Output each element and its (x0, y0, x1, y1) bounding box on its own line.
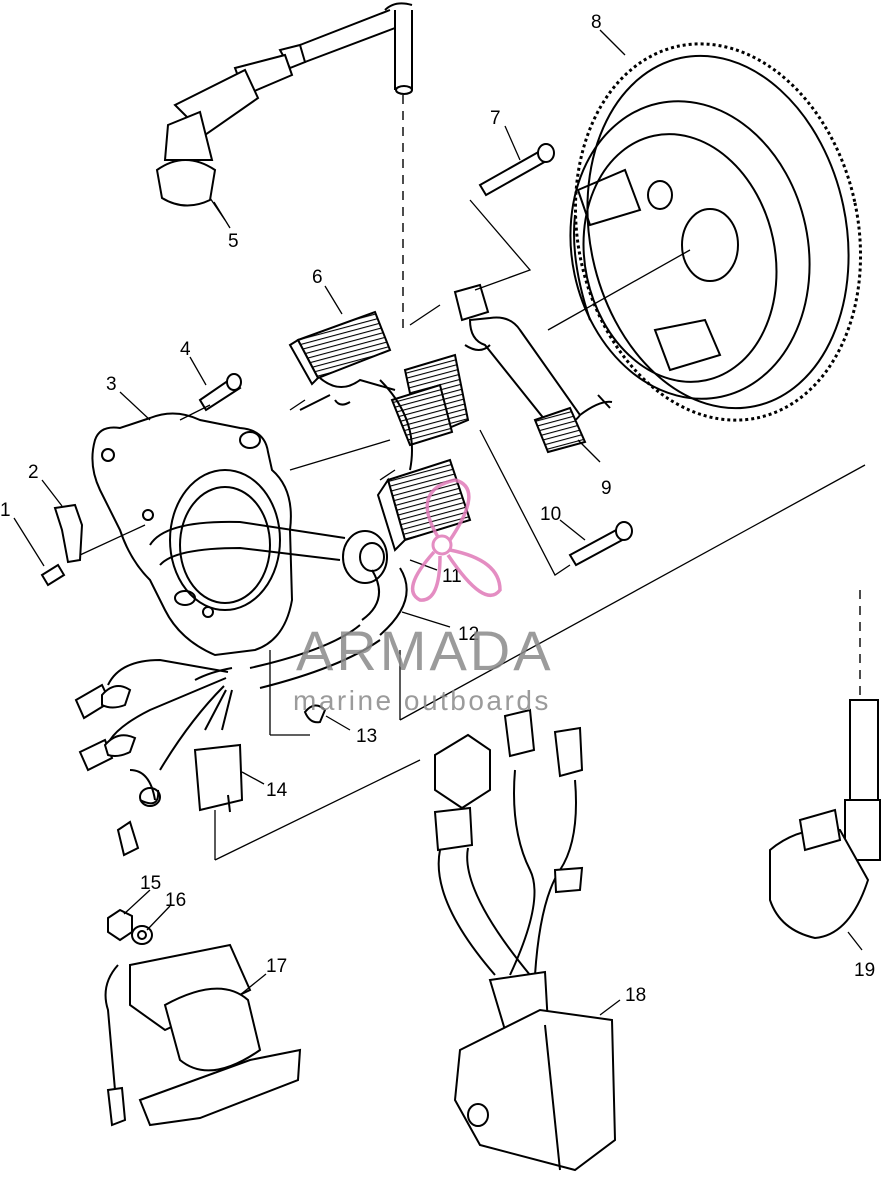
flywheel-drawing (569, 42, 863, 422)
part-label-17: 17 (266, 956, 287, 977)
ignition-coil-drawing (769, 699, 881, 940)
part-label-13: 13 (356, 726, 377, 747)
charge-coil-drawing (288, 310, 472, 552)
wire-harness-drawing (74, 520, 408, 857)
stator-base-plate-drawing (91, 412, 294, 657)
label-leaders (13, 29, 863, 1016)
pulser-coil-drawing (453, 283, 613, 454)
part-label-19: 19 (854, 960, 875, 981)
part-labels: 1 2 3 4 5 6 7 8 9 10 11 12 13 14 15 16 1… (0, 12, 875, 1006)
spark-plug-cap-drawing (155, 2, 413, 221)
part-label-11: 11 (442, 566, 462, 587)
part-label-5: 5 (228, 231, 239, 252)
cdi-unit-drawing (433, 708, 617, 1172)
propeller-logo-icon (410, 478, 502, 602)
watermark-brand: ARMADA (296, 619, 554, 682)
assembly-lines (79, 95, 866, 861)
part-label-18: 18 (625, 985, 646, 1006)
part-label-10: 10 (540, 504, 561, 525)
fasteners-drawing (40, 143, 633, 724)
part-label-2: 2 (28, 462, 39, 483)
watermark-tagline: marine outboards (293, 685, 551, 716)
part-label-6: 6 (312, 267, 323, 288)
armada-watermark: ARMADA marine outboards (293, 478, 554, 716)
part-label-16: 16 (165, 890, 186, 911)
part-label-14: 14 (266, 780, 288, 801)
part-label-9: 9 (601, 478, 612, 499)
part-label-12: 12 (458, 624, 479, 645)
part-label-1: 1 (0, 500, 11, 521)
part-label-3: 3 (106, 374, 117, 395)
starter-relay-drawing (104, 908, 302, 1127)
part-label-8: 8 (591, 12, 602, 33)
part-label-15: 15 (140, 873, 161, 894)
part-label-7: 7 (490, 108, 501, 129)
part-label-4: 4 (180, 339, 191, 360)
